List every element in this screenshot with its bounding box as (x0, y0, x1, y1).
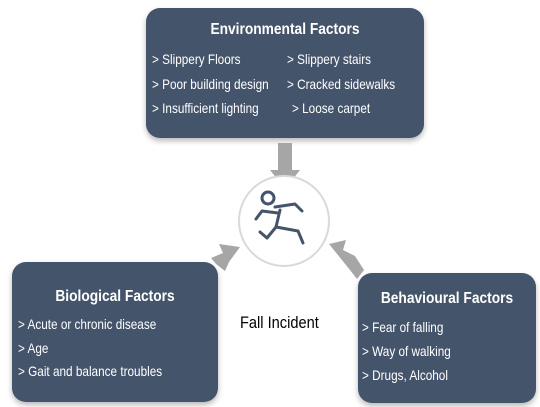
behavioural-factor-item: > Way of walking (362, 343, 451, 359)
environmental-factors-title: Environmental Factors (210, 21, 360, 38)
environmental-factor-item: > Poor building design (152, 76, 269, 92)
environmental-factor-item: > Slippery stairs (287, 51, 371, 67)
biological-factor-item: > Acute or chronic disease (18, 316, 157, 332)
behavioural-factor-item: > Fear of falling (362, 319, 444, 335)
biological-factor-item: > Gait and balance troubles (18, 363, 163, 379)
behavioural-factors-box: Behavioural Factors > Fear of falling > … (358, 273, 536, 403)
arrow-from-biological (211, 244, 240, 271)
behavioural-factor-item: > Drugs, Alcohol (362, 367, 448, 383)
arrow-from-behavioural (329, 240, 364, 279)
behavioural-factors-title: Behavioural Factors (380, 290, 514, 307)
environmental-factor-item: > Loose carpet (292, 100, 371, 116)
fall-incident-label: Fall Incident (240, 313, 319, 332)
environmental-factors-box: Environmental Factors > Slippery Floors … (146, 8, 424, 138)
biological-factors-title: Biological Factors (55, 288, 175, 305)
environmental-factor-item: > Cracked sidewalks (287, 76, 396, 92)
fall-incident-circle (238, 175, 330, 267)
environmental-factor-item: > Slippery Floors (152, 51, 241, 67)
biological-factors-box: Biological Factors > Acute or chronic di… (12, 262, 218, 402)
falling-person-icon (254, 190, 305, 245)
environmental-factor-item: > Insufficient lighting (152, 100, 259, 116)
biological-factor-item: > Age (18, 340, 49, 356)
